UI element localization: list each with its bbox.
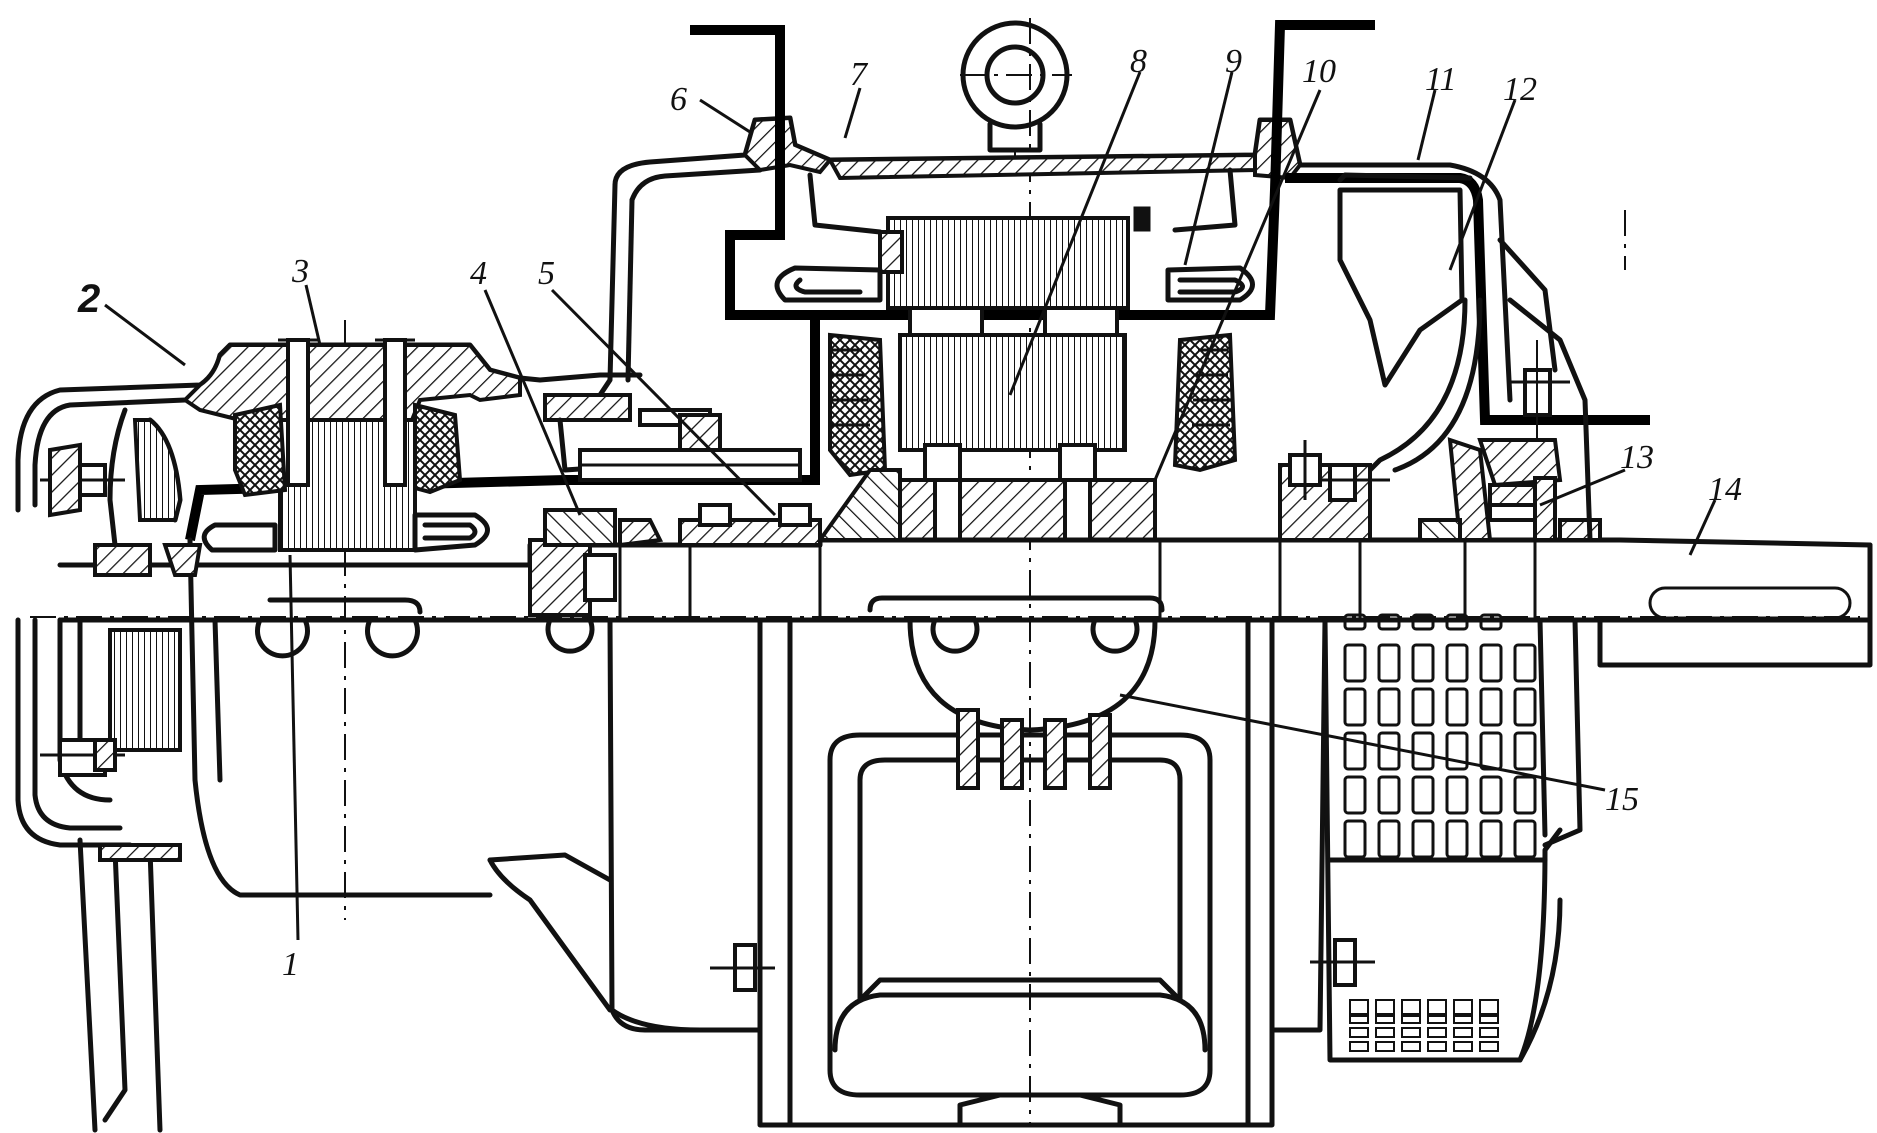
louvre-slot: [1343, 731, 1367, 771]
louvre-slot: [1479, 999, 1499, 1017]
louvre-slot: [1377, 643, 1401, 683]
louvre-slot: [1411, 687, 1435, 727]
main-rotor: [828, 332, 1238, 542]
label-14: 14: [1708, 471, 1742, 508]
leader-lines: [104, 71, 1717, 941]
louvre-slot: [1427, 999, 1447, 1017]
louvre-slot: [1411, 731, 1435, 771]
louvre-slot: [1453, 1027, 1473, 1038]
louvre-slot: [1411, 775, 1435, 815]
centre-lines: [30, 18, 1860, 1125]
label-1: 1: [282, 946, 299, 983]
louvre-slot: [1411, 613, 1435, 631]
louvre-slot: [1411, 819, 1435, 859]
louvre-slot: [1513, 643, 1537, 683]
louvre-slot: [1479, 1041, 1499, 1052]
right-end-fan: [1278, 172, 1602, 543]
louvre-slot: [1427, 1027, 1447, 1038]
louvre-slot: [1377, 613, 1401, 631]
label-5: 5: [538, 255, 555, 292]
louvre-slot: [1445, 613, 1469, 631]
frame-bolts: [710, 938, 1375, 992]
louvre-slot: [1427, 1013, 1447, 1024]
part-labels: 1 2 3 4 5 6 7 8 9 10 11 12 13 14 15: [77, 43, 1742, 983]
label-12: 12: [1503, 71, 1537, 108]
label-7: 7: [850, 56, 869, 93]
louvre-slot: [1453, 1041, 1473, 1052]
louvre-slot: [1445, 731, 1469, 771]
label-6: 6: [670, 81, 687, 118]
louvre-slot: [1411, 643, 1435, 683]
louvre-slot: [1513, 731, 1537, 771]
louvre-slot: [1479, 1027, 1499, 1038]
label-2: 2: [77, 277, 100, 321]
main-stator: [774, 206, 1255, 340]
louvre-slot: [1349, 1013, 1369, 1024]
louvre-slot: [1343, 687, 1367, 727]
louvre-slot: [1349, 999, 1369, 1017]
louvre-slot: [1401, 1013, 1421, 1024]
exciter-housing: [15, 338, 902, 1133]
lifting-eye: [960, 20, 1072, 175]
ventilation-grille: [1322, 613, 1583, 1063]
louvre-slot: [1343, 643, 1367, 683]
louvre-slot: [1479, 1013, 1499, 1024]
label-10: 10: [1302, 53, 1336, 90]
ventilation-duct: [907, 617, 1158, 790]
label-11: 11: [1425, 61, 1456, 98]
louvre-slot: [1479, 643, 1503, 683]
louvre-slot: [1343, 819, 1367, 859]
louvre-slot: [1513, 687, 1537, 727]
louvre-slot: [1401, 999, 1421, 1017]
louvre-slot: [1453, 1013, 1473, 1024]
louvre-slot: [1479, 613, 1503, 631]
label-3: 3: [291, 253, 309, 290]
label-4: 4: [470, 255, 487, 292]
louvre-slot: [1377, 775, 1401, 815]
louvre-slot: [1445, 775, 1469, 815]
louvre-slot: [1479, 819, 1503, 859]
louvre-slot: [1445, 643, 1469, 683]
louvre-slot: [1377, 687, 1401, 727]
louvre-slot: [1343, 775, 1367, 815]
motor-housing: [597, 115, 1513, 1128]
louvre-slot: [1479, 775, 1503, 815]
louvre-slot: [1349, 1041, 1369, 1052]
louvre-slot: [1375, 1041, 1395, 1052]
louvre-slot: [1377, 731, 1401, 771]
louvre-slot: [1479, 687, 1503, 727]
louvre-slot: [1375, 1013, 1395, 1024]
louvre-slot: [1343, 613, 1367, 631]
louvre-slot: [1375, 1027, 1395, 1038]
label-8: 8: [1130, 43, 1147, 80]
louvre-slot: [1445, 687, 1469, 727]
label-15: 15: [1605, 781, 1639, 818]
louvre-slot: [1479, 731, 1503, 771]
louvre-slot: [1375, 999, 1395, 1017]
label-9: 9: [1225, 43, 1242, 80]
louvre-slot: [1401, 1041, 1421, 1052]
louvre-slot: [1427, 1041, 1447, 1052]
louvre-slot: [1453, 999, 1473, 1017]
louvre-slot: [1377, 819, 1401, 859]
louvre-slot: [1445, 819, 1469, 859]
label-13: 13: [1620, 439, 1654, 476]
louvre-slot: [1349, 1027, 1369, 1038]
louvre-slot: [1513, 775, 1537, 815]
louvre-slot: [1513, 819, 1537, 859]
louvre-slot: [1401, 1027, 1421, 1038]
